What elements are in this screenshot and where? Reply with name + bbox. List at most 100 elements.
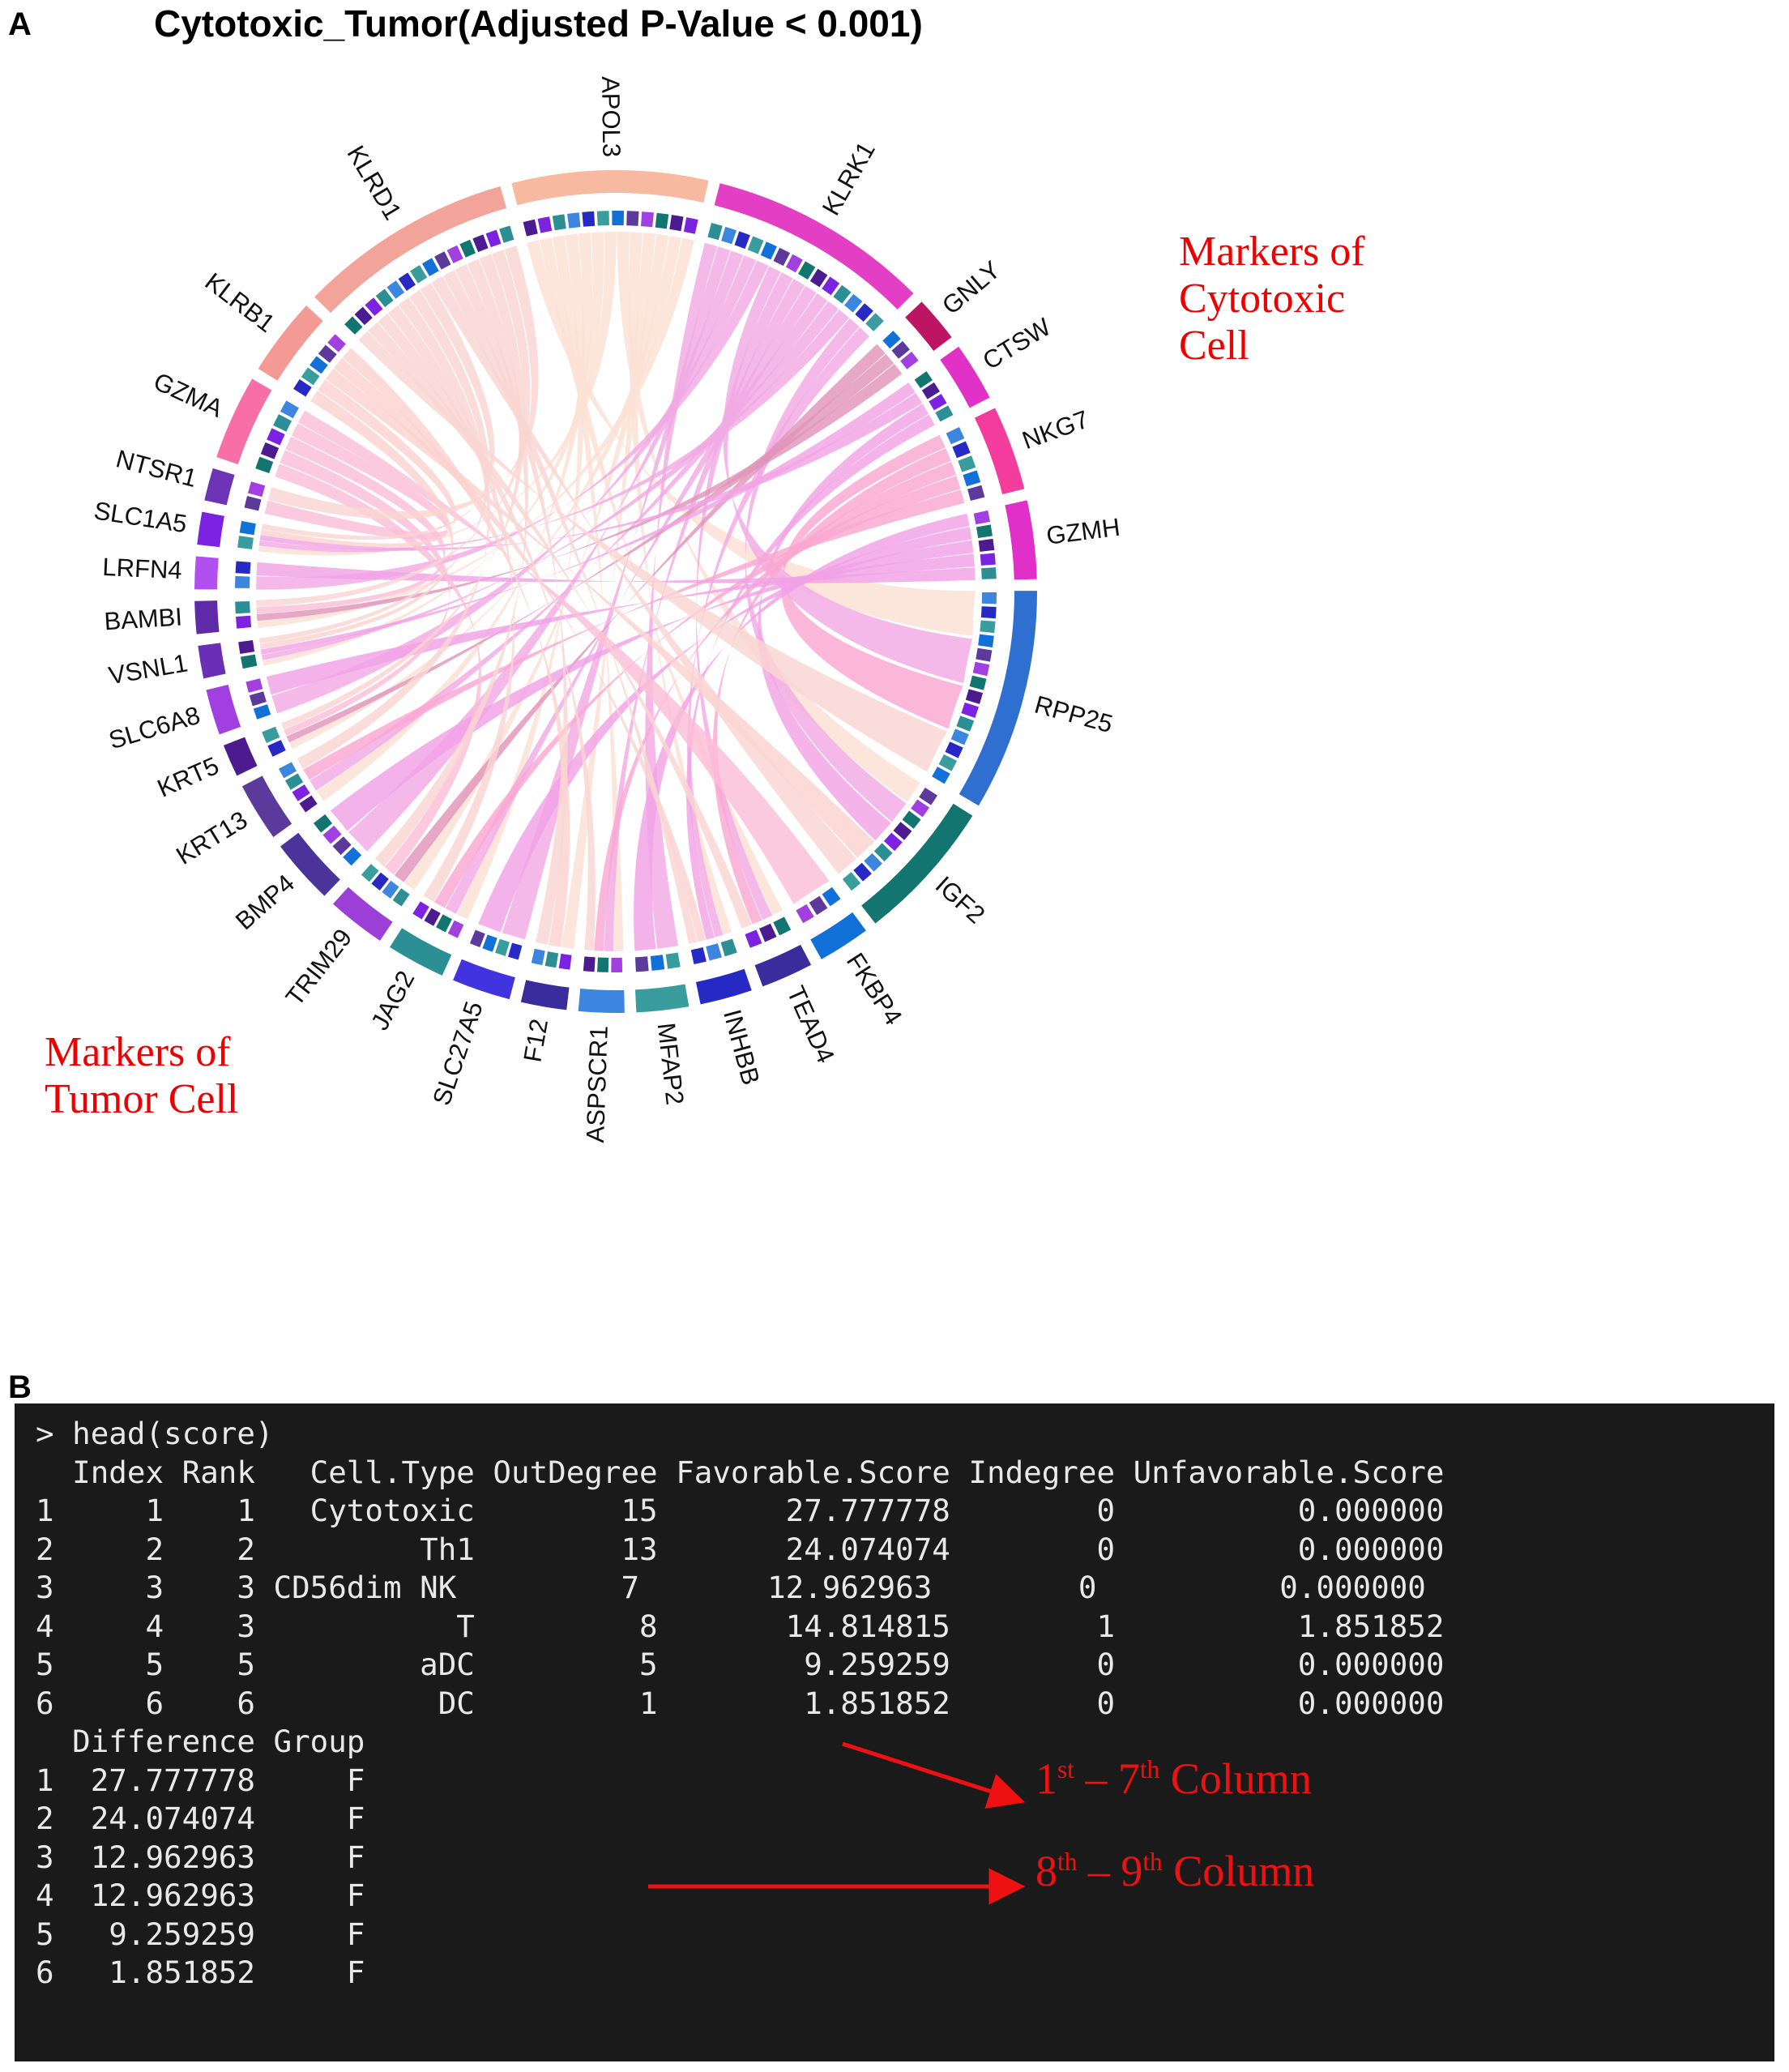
inner-ring-tile [552, 214, 566, 231]
sector-arc-slc27a5 [453, 959, 515, 1000]
inner-ring-tile [747, 236, 764, 254]
col-1-7-post: Column [1159, 1754, 1312, 1803]
inner-ring-tile [956, 716, 975, 732]
inner-ring-tile [961, 702, 979, 718]
chord-ribbon [712, 448, 951, 925]
inner-ring-tile [900, 352, 919, 370]
sector-arc-inhbb [695, 968, 752, 1005]
inner-ring-tile [902, 810, 921, 829]
sector-label-mfap2: MFAP2 [652, 1021, 690, 1106]
sector-arc-aspscr1 [578, 989, 625, 1013]
sector-label-nkg7: NKG7 [1018, 405, 1092, 455]
inner-ring-tile [436, 914, 452, 933]
chord-ribbon [303, 489, 965, 780]
chord-ribbon [256, 250, 531, 607]
sector-arc-fkbp4 [810, 912, 866, 959]
chord-ribbon [455, 264, 568, 945]
col-1-7-pre: 1 [1035, 1754, 1057, 1803]
inner-ring-tile [318, 344, 337, 363]
inner-ring-tile [864, 852, 882, 872]
inner-ring-tile [973, 510, 991, 525]
inner-ring-tile [822, 276, 840, 296]
inner-ring-tile [499, 225, 514, 243]
inner-ring-tile [655, 212, 669, 229]
annotation-markers-tumor-cell: Markers of Tumor Cell [45, 1029, 239, 1123]
inner-ring-tile [650, 955, 665, 971]
inner-ring-tile [412, 901, 429, 920]
inner-ring-tile [809, 895, 828, 916]
inner-ring-tile [785, 254, 803, 273]
sector-arc-nkg7 [974, 408, 1025, 495]
inner-ring-tile [796, 904, 814, 924]
inner-ring-tile [235, 575, 250, 588]
inner-ring-tile [965, 689, 984, 704]
inner-ring-tile [582, 211, 596, 227]
sector-label-klrd1: KLRD1 [341, 141, 407, 225]
inner-ring-tile [255, 456, 274, 473]
inner-ring-tile [855, 303, 873, 323]
sector-arc-mfap2 [634, 984, 690, 1013]
sector-arc-rpp25 [959, 591, 1038, 806]
sector-arc-klrd1 [314, 186, 507, 314]
chord-ribbon [502, 246, 731, 940]
annotation-columns-1-7: 1st – 7th Column [1035, 1754, 1312, 1804]
inner-ring-tile [235, 601, 250, 614]
col-8-9-post: Column [1162, 1847, 1315, 1895]
inner-ring-tile [891, 340, 910, 359]
inner-ring-tile [246, 678, 263, 693]
col-8-9-sup2: th [1142, 1848, 1163, 1876]
panel-a-letter: A [8, 6, 32, 42]
sector-arc-f12 [520, 980, 570, 1010]
inner-ring-tile [424, 908, 441, 926]
sector-arc-krt13 [241, 775, 292, 837]
inner-ring-tile [327, 334, 346, 352]
inner-ring-tile [447, 920, 464, 938]
inner-ring-tile [932, 767, 950, 784]
panel-a-chord-figure: A Cytotoxic_Tumor(Adjusted P-Value < 0.0… [8, 2, 1365, 1143]
sector-arc-jag2 [390, 928, 452, 976]
inner-ring-tile [893, 822, 912, 840]
chord-ribbon [431, 276, 857, 874]
inner-ring-tile [981, 592, 997, 605]
sector-label-klrb1: KLRB1 [200, 267, 280, 338]
col-1-7-mid: – 7 [1074, 1754, 1140, 1803]
sector-arc-vsnl1 [198, 643, 226, 679]
inner-ring-tile [690, 947, 707, 964]
sector-label-f12: F12 [518, 1017, 553, 1065]
inner-ring-tile [310, 356, 328, 374]
chord-ribbon [358, 331, 948, 772]
sector-arc-slc6a8 [206, 684, 241, 735]
sector-label-bmp4: BMP4 [230, 869, 300, 935]
inner-ring-tile [707, 223, 723, 241]
panel-b-letter: B [8, 1369, 32, 1405]
inner-ring-tile [332, 836, 352, 856]
inner-ring-tile [583, 956, 596, 972]
sector-arc-gnly [905, 301, 952, 351]
chord-ribbon [280, 450, 450, 737]
inner-ring-tile [967, 485, 985, 502]
inner-ring-tile [238, 640, 255, 655]
sector-label-klrk1: KLRK1 [817, 137, 881, 220]
inner-ring-tile [299, 795, 318, 813]
sector-label-krt5: KRT5 [153, 751, 223, 803]
chord-ribbon [552, 235, 624, 951]
inner-ring-tile [273, 414, 292, 432]
terminal-text: > head(score) Index Rank Cell.Type OutDe… [36, 1416, 1445, 1990]
inner-ring-tile [945, 741, 963, 758]
inner-ring-tile [485, 229, 502, 248]
sector-arc-trim29 [333, 886, 393, 941]
annotation-markers-cytotoxic-cell: Markers of Cytotoxic Cell [1179, 229, 1365, 370]
sector-label-fkbp4: FKBP4 [841, 948, 908, 1031]
inner-ring-tile [865, 313, 884, 331]
inner-ring-tile [284, 773, 304, 790]
sector-label-bambi: BAMBI [104, 602, 183, 635]
inner-ring-tile [706, 943, 722, 961]
inner-ring-tile [921, 382, 940, 399]
inner-ring-tile [544, 951, 559, 968]
chord-ribbon [256, 436, 446, 614]
inner-ring-tile [469, 929, 485, 948]
inner-ring-tile [980, 606, 997, 619]
sector-arc-ntsr1 [204, 468, 235, 506]
chord-ribbon [445, 285, 817, 914]
